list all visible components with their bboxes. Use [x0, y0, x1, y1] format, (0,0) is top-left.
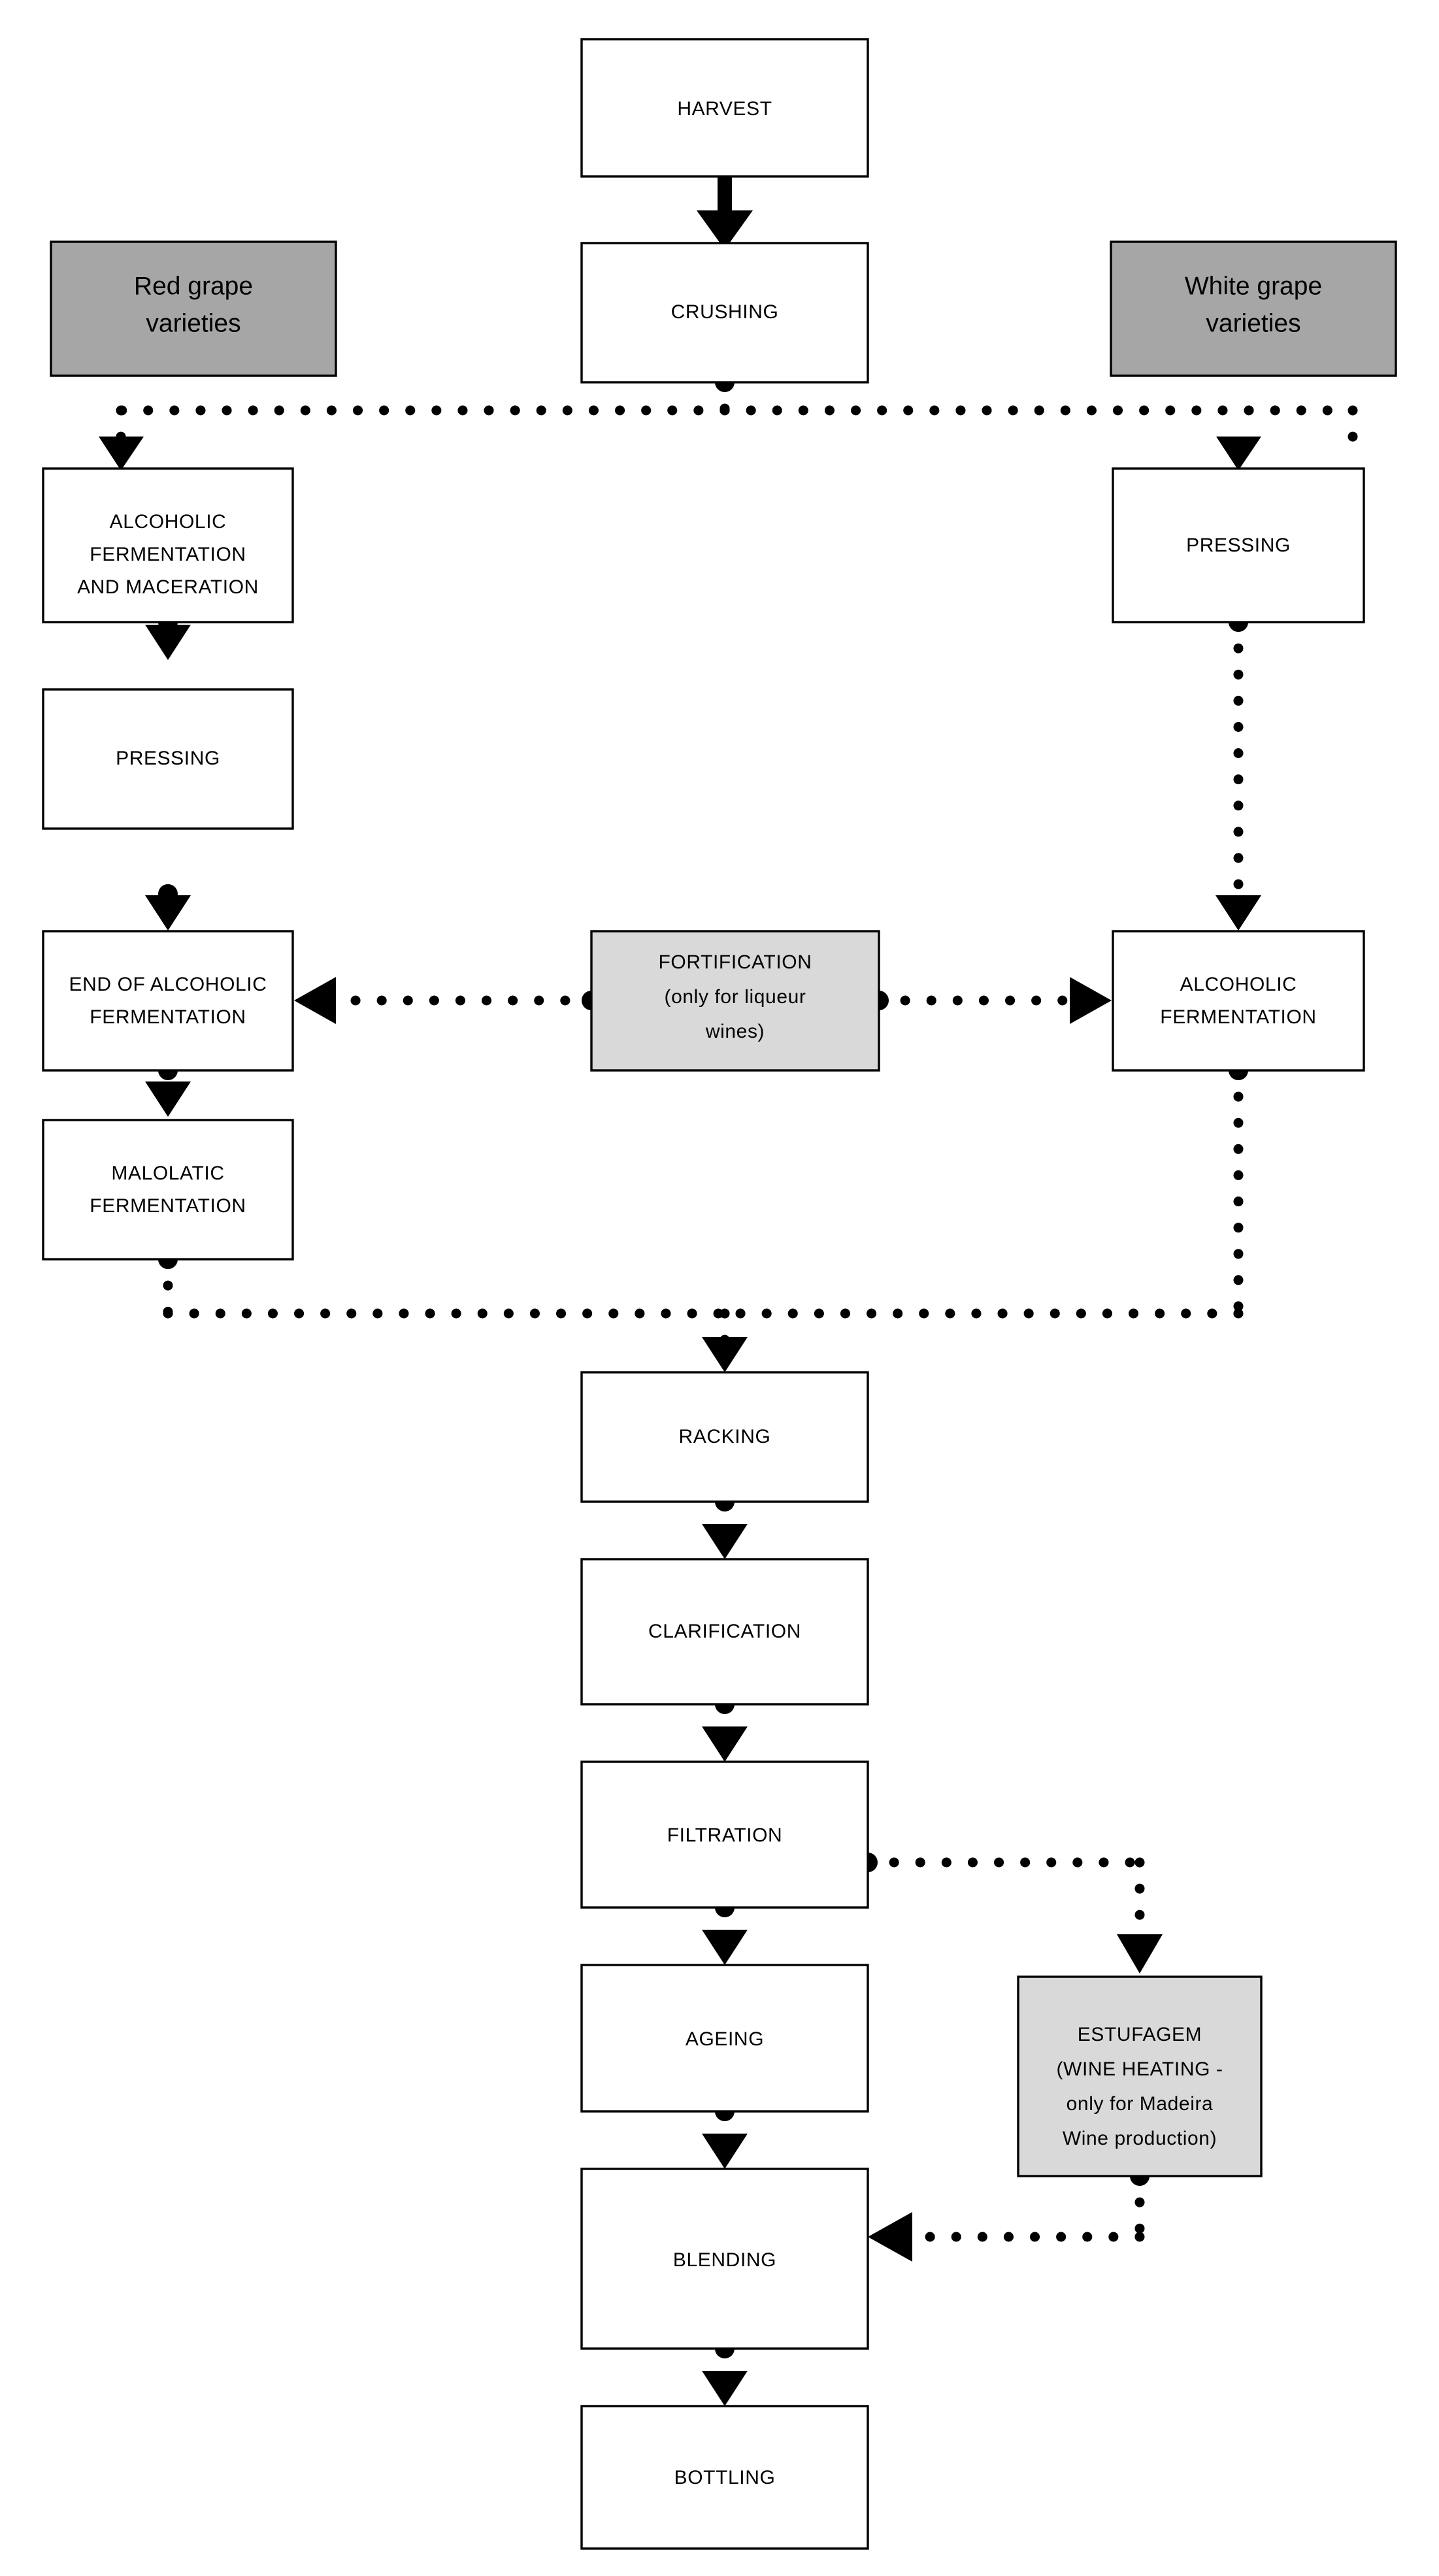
node-box	[42, 1119, 294, 1261]
arrowhead-down	[702, 2371, 748, 2406]
arrowhead-down	[702, 1337, 748, 1372]
node-label-line1: ESTUFAGEM	[1078, 2024, 1202, 2045]
node-label-line2: (only for liqueur	[665, 986, 806, 1008]
node-label-line1: White grape	[1185, 272, 1322, 300]
node-estufagem[interactable]: ESTUFAGEM (WINE HEATING - only for Madei…	[1017, 1975, 1263, 2177]
node-label-line2: (WINE HEATING -	[1056, 2058, 1223, 2080]
node-label: BLENDING	[673, 2249, 776, 2271]
node-label-line1: FORTIFICATION	[658, 951, 812, 973]
arrowhead-down	[702, 2134, 748, 2169]
arrowheads	[99, 210, 1261, 2406]
arrowhead-down	[99, 437, 144, 471]
edge-estufagem-to-blending	[903, 2171, 1145, 2242]
node-ageing[interactable]: AGEING	[580, 1964, 869, 2113]
node-box	[580, 1964, 869, 2113]
node-box	[580, 2405, 869, 2550]
node-box	[1017, 1975, 1263, 2177]
node-box	[590, 930, 880, 1072]
arrowhead-down	[697, 210, 753, 250]
node-label-line2: FERMENTATION	[90, 544, 246, 565]
node-box	[42, 467, 294, 623]
node-label: AGEING	[686, 2028, 764, 2050]
node-pressing-white[interactable]: PRESSING	[1112, 467, 1365, 623]
node-crushing[interactable]: CRUSHING	[580, 242, 869, 384]
node-label-line2: varieties	[146, 309, 240, 337]
node-box	[580, 242, 869, 384]
arrowhead-down	[145, 625, 191, 660]
node-blending[interactable]: BLENDING	[580, 2168, 869, 2350]
arrowhead-down	[1117, 1934, 1163, 1973]
node-alcoholic-fermentation-and-maceration[interactable]: ALCOHOLIC FERMENTATION AND MACERATION	[42, 467, 294, 623]
node-filtration[interactable]: FILTRATION	[580, 1760, 869, 1909]
edge-crushing-split	[116, 377, 1358, 446]
node-box	[580, 1371, 869, 1503]
node-box	[580, 2168, 869, 2350]
node-label-line3: wines)	[705, 1021, 765, 1042]
connector-dot	[158, 884, 178, 904]
node-label-line3: only for Madeira	[1067, 2093, 1214, 2115]
node-box	[1112, 930, 1365, 1072]
node-label-line3: AND MACERATION	[77, 576, 259, 598]
arrowhead-down	[702, 1930, 748, 1965]
arrowhead-left	[868, 2212, 912, 2262]
node-label: CRUSHING	[671, 301, 779, 323]
arrowhead-down	[702, 1524, 748, 1559]
node-box	[1112, 467, 1365, 623]
node-label-line1: ALCOHOLIC	[110, 511, 227, 533]
node-end-of-alcoholic-fermentation[interactable]: END OF ALCOHOLIC FERMENTATION	[42, 930, 294, 1072]
node-label: HARVEST	[677, 98, 772, 120]
node-label-line2: FERMENTATION	[1160, 1006, 1316, 1028]
arrowhead-down	[1216, 437, 1261, 471]
node-label-line1: Red grape	[134, 272, 253, 300]
node-malolatic-fermentation[interactable]: MALOLATIC FERMENTATION	[42, 1119, 294, 1261]
node-label: PRESSING	[1186, 535, 1291, 556]
node-label-line1: ALCOHOLIC	[1180, 974, 1297, 995]
node-red-grape-varieties[interactable]: Red grape varieties	[50, 240, 337, 377]
node-label-line4: Wine production)	[1063, 2128, 1217, 2149]
node-racking[interactable]: RACKING	[580, 1371, 869, 1503]
node-label: BOTTLING	[674, 2467, 776, 2488]
node-fortification[interactable]: FORTIFICATION (only for liqueur wines)	[590, 930, 880, 1072]
node-box	[50, 240, 337, 377]
node-box	[1110, 240, 1397, 377]
node-label-line2: FERMENTATION	[90, 1006, 246, 1028]
node-label: FILTRATION	[667, 1825, 783, 1846]
node-box	[580, 38, 869, 178]
edge-filtration-to-estufagem	[863, 1857, 1145, 1943]
node-box	[42, 688, 294, 830]
arrowhead-down	[702, 1726, 748, 1762]
node-label-line2: varieties	[1206, 309, 1300, 337]
node-label: CLARIFICATION	[648, 1621, 801, 1642]
node-alcoholic-fermentation[interactable]: ALCOHOLIC FERMENTATION	[1112, 930, 1365, 1072]
node-label: PRESSING	[116, 748, 220, 769]
node-harvest[interactable]: HARVEST	[580, 38, 869, 178]
edge-malolatic-to-racking	[163, 1254, 730, 1319]
arrowhead-left	[294, 977, 336, 1024]
node-label-line2: FERMENTATION	[90, 1195, 246, 1217]
edge-alcoholic-fermentation-to-racking	[720, 1065, 1244, 1319]
node-box	[42, 930, 294, 1072]
arrowhead-down	[145, 895, 191, 931]
arrowhead-down	[145, 1082, 191, 1117]
node-label-line1: MALOLATIC	[111, 1163, 224, 1184]
node-clarification[interactable]: CLARIFICATION	[580, 1558, 869, 1706]
node-box	[580, 1558, 869, 1706]
node-white-grape-varieties[interactable]: White grape varieties	[1110, 240, 1397, 377]
arrowhead-right	[1070, 977, 1112, 1024]
node-label: RACKING	[679, 1426, 771, 1447]
node-pressing-red[interactable]: PRESSING	[42, 688, 294, 830]
node-label-line1: END OF ALCOHOLIC	[69, 974, 267, 995]
arrowhead-down	[1216, 895, 1261, 931]
node-box	[580, 1760, 869, 1909]
node-bottling[interactable]: BOTTLING	[580, 2405, 869, 2550]
